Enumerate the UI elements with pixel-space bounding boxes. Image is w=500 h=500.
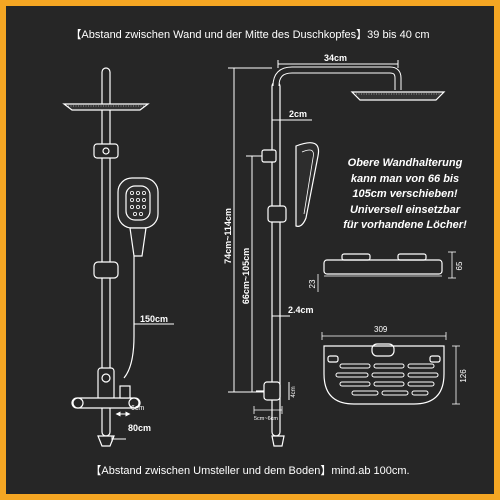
shelf-front-view bbox=[323, 253, 443, 277]
bottom-caption: 【Abstand zwischen Umsteller und dem Bode… bbox=[90, 465, 410, 477]
label-5-6cm: 5cm~6cm bbox=[254, 416, 278, 422]
label-126: 126 bbox=[459, 369, 468, 383]
label-6cm: 6cm bbox=[131, 405, 144, 412]
side-holder bbox=[267, 205, 287, 223]
label-2-4cm: 2.4cm bbox=[288, 305, 314, 315]
product-diagram: 【Abstand zwischen Wand und der Mitte des… bbox=[6, 6, 494, 494]
side-diverter bbox=[263, 381, 281, 401]
label-150cm: 150cm bbox=[140, 314, 168, 324]
front-view-shower bbox=[62, 67, 159, 447]
label-23: 23 bbox=[308, 279, 317, 288]
shelf-top-view bbox=[323, 343, 445, 405]
note-line: Universell einsetzbar bbox=[349, 203, 461, 216]
label-65: 65 bbox=[455, 261, 464, 270]
hose-dimension bbox=[133, 320, 174, 328]
label-66-105cm: 66cm~105cm bbox=[241, 248, 251, 304]
label-4cm: 4cm bbox=[291, 386, 297, 397]
front-slider bbox=[93, 261, 119, 279]
front-diverter bbox=[97, 367, 115, 401]
label-34cm: 34cm bbox=[324, 53, 347, 63]
front-hose bbox=[123, 256, 135, 379]
side-top-bracket bbox=[261, 149, 277, 163]
label-309: 309 bbox=[374, 325, 388, 334]
front-top-bracket bbox=[93, 143, 119, 159]
shower-drawing: 150cm 6cm 80cm bbox=[62, 53, 468, 447]
note-line: Obere Wandhalterung bbox=[347, 157, 463, 169]
label-2cm: 2cm bbox=[289, 109, 307, 119]
installation-note: Obere Wandhalterung kann man von 66 bis … bbox=[330, 156, 480, 234]
front-head-plate bbox=[62, 103, 150, 111]
note-line: für vorhandene Löcher! bbox=[343, 219, 467, 231]
front-handle bbox=[129, 227, 147, 257]
side-view-shower bbox=[256, 66, 446, 447]
front-mixer-bar bbox=[71, 397, 141, 409]
note-line: 105cm verschieben! bbox=[352, 188, 458, 200]
label-80cm: 80cm bbox=[128, 423, 151, 433]
label-74-114cm: 74cm~114cm bbox=[223, 208, 233, 264]
side-head-plate bbox=[350, 91, 446, 101]
top-caption: 【Abstand zwischen Wand und der Mitte des… bbox=[70, 29, 430, 41]
side-hand-shower bbox=[295, 142, 320, 227]
note-line: kann man von 66 bis bbox=[350, 172, 460, 185]
